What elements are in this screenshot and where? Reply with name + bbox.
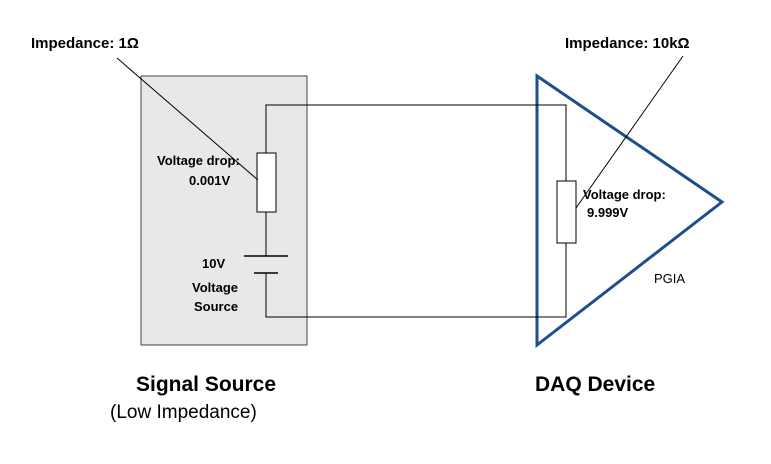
top-wire [265, 104, 567, 181]
pgia-label: PGIA [654, 271, 685, 286]
bottom-wire [265, 243, 567, 318]
source-impedance-leader [116, 57, 259, 181]
source-drop-title: Voltage drop: [157, 153, 240, 168]
daq-drop-value: 9.999V [587, 205, 629, 220]
source-voltage-label: 10V [202, 256, 225, 271]
daq-title: DAQ Device [535, 373, 655, 396]
daq-impedance-leader [575, 55, 684, 209]
daq-impedance-label: Impedance: 10kΩ [565, 35, 690, 52]
source-resistor [256, 152, 277, 213]
signal-source-title: Signal Source [136, 373, 276, 396]
signal-source-subtitle: (Low Impedance) [110, 402, 257, 423]
source-type-line1: Voltage [192, 280, 238, 295]
pgia-triangle [535, 73, 725, 349]
source-type-line2: Source [194, 299, 238, 314]
daq-resistor [556, 180, 577, 244]
source-impedance-label: Impedance: 1Ω [31, 35, 139, 52]
daq-drop-title: Voltage drop: [583, 187, 666, 202]
signal-source-box [140, 75, 308, 346]
source-drop-value: 0.001V [189, 173, 231, 188]
